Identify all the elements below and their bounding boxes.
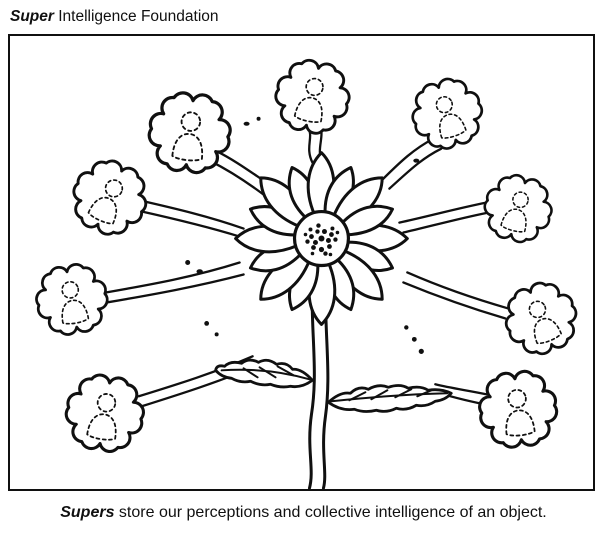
title-rest: Intelligence Foundation bbox=[53, 8, 219, 25]
caption: Supers store our perceptions and collect… bbox=[0, 504, 607, 522]
page-title: Super Intelligence Foundation bbox=[10, 7, 219, 27]
ink-specks bbox=[185, 116, 424, 354]
super-blob bbox=[268, 53, 357, 141]
super-blob bbox=[144, 88, 236, 178]
illustration-frame bbox=[8, 34, 595, 491]
super-blob bbox=[61, 149, 159, 246]
caption-emphasis: Supers bbox=[60, 504, 115, 521]
flower-center bbox=[292, 209, 351, 268]
super-blob bbox=[59, 369, 150, 458]
super-blob bbox=[30, 258, 114, 341]
flower-center-dots bbox=[303, 223, 340, 257]
super-blob bbox=[403, 70, 492, 158]
super-blob bbox=[476, 167, 560, 250]
leaf-right bbox=[327, 384, 453, 413]
leaf-left bbox=[214, 358, 314, 389]
super-blob bbox=[474, 366, 562, 452]
caption-rest: store our perceptions and collective int… bbox=[114, 504, 547, 521]
super-blob bbox=[494, 272, 588, 365]
title-emphasis: Super bbox=[10, 8, 54, 25]
flower-supers-illustration bbox=[30, 53, 588, 489]
